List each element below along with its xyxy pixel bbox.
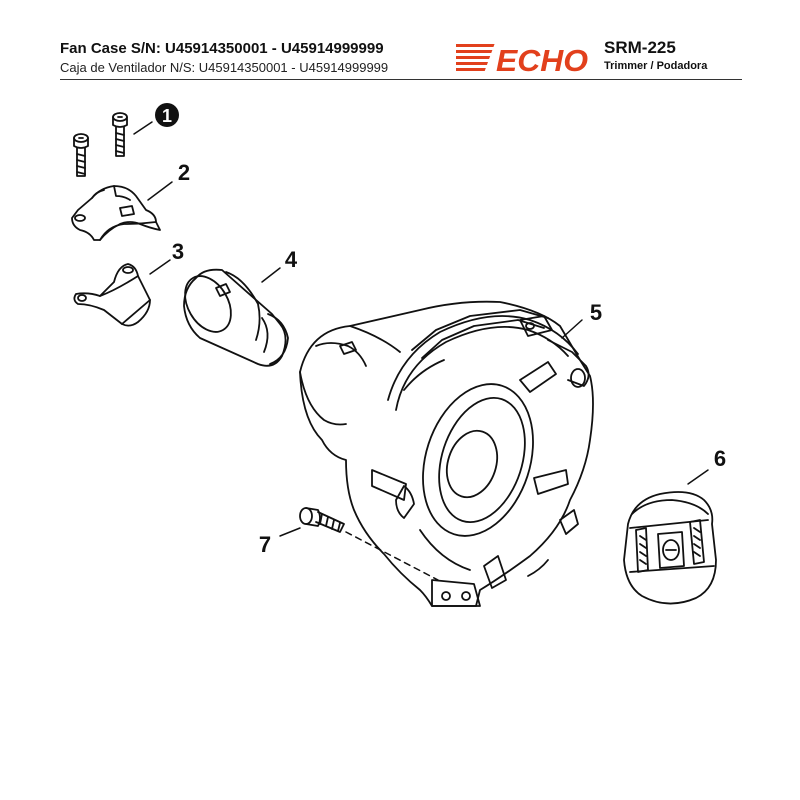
callout-label-1: 1	[162, 106, 172, 126]
brand-text: ECHO	[496, 43, 588, 76]
callout-label-4: 4	[285, 247, 298, 272]
part-3-clamp-lower	[73, 263, 151, 327]
header: Fan Case S/N: U45914350001 - U4591499999…	[0, 0, 800, 90]
echo-logo: ECHO	[456, 43, 588, 76]
parts-diagram: 1 2 3 4 5 6 7	[71, 103, 726, 607]
header-rule	[60, 79, 742, 80]
part-5-fan-case	[299, 300, 594, 607]
callout-label-3: 3	[172, 239, 184, 264]
part-1-screws	[73, 112, 128, 177]
callout-label-6: 6	[714, 446, 726, 471]
leader-lines	[133, 121, 709, 581]
part-4-bushing	[183, 268, 289, 367]
part-6-clutch	[623, 491, 717, 605]
title-spanish: Caja de Ventilador N/S: U45914350001 - U…	[60, 60, 389, 75]
callout-label-5: 5	[590, 300, 602, 325]
screw-right	[112, 112, 128, 157]
product-name: Trimmer / Podadora	[604, 60, 708, 72]
callout-circle-1	[155, 103, 179, 127]
screw-left	[73, 133, 89, 177]
callout-label-2: 2	[178, 160, 190, 185]
part-2-clamp-upper	[71, 185, 161, 241]
title-english: Fan Case S/N: U45914350001 - U4591499999…	[60, 40, 384, 57]
callout-label-7: 7	[259, 532, 271, 557]
model-number: SRM-225	[604, 38, 676, 57]
part-7-screw	[299, 507, 345, 533]
